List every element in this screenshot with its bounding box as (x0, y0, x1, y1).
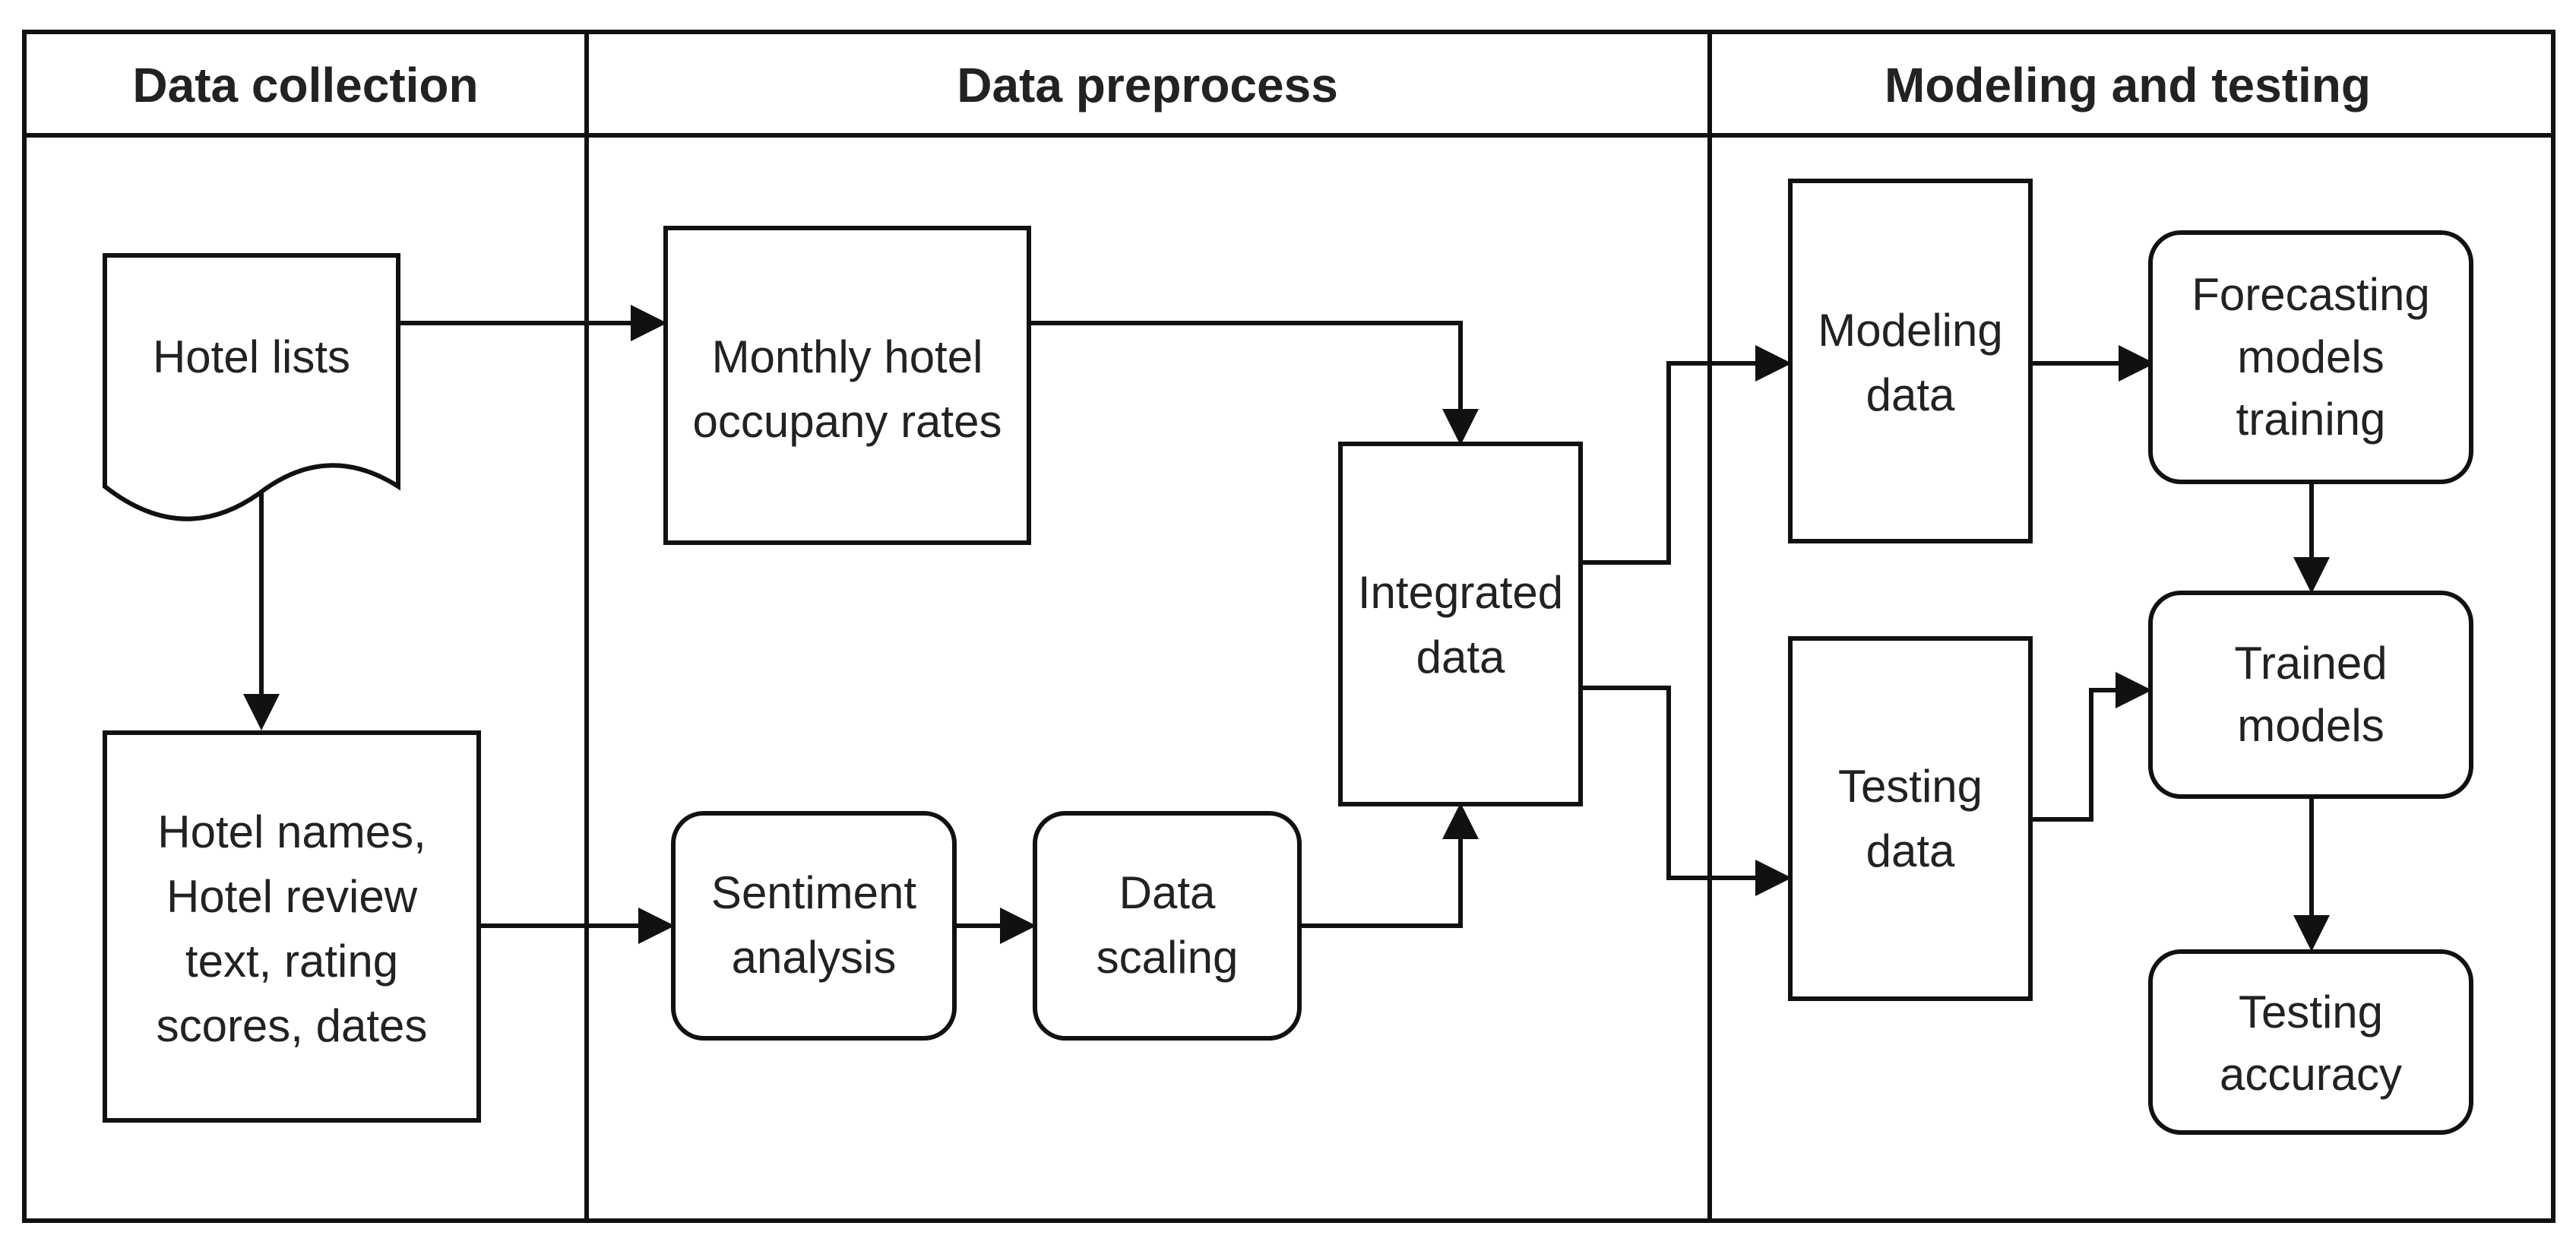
node-integrated-line-1: Integrated (1358, 567, 1563, 618)
arrow-integrated-to-testing-data (1581, 686, 1792, 896)
node-trained-line-1: Trained (2234, 638, 2387, 689)
node-integrated-line-2: data (1416, 632, 1505, 683)
lane-header-data-preprocess: Data preprocess (957, 58, 1338, 112)
node-testing-data: Testing data (1788, 636, 2033, 1001)
node-testing-accuracy-line-2: accuracy (2220, 1049, 2402, 1100)
lane-header-modeling-and-testing: Modeling and testing (1885, 58, 2371, 112)
node-testing-accuracy: Testing accuracy (2148, 949, 2473, 1135)
node-hotel-names-line-1: Hotel names, (157, 806, 426, 857)
node-monthly-rates-line-1: Monthly hotel (712, 331, 983, 382)
node-forecasting-line-1: Forecasting (2191, 269, 2429, 320)
lane-header-data-collection: Data collection (132, 58, 478, 112)
arrow-scaling-to-integrated (1299, 803, 1479, 928)
node-data-scaling: Data scaling (1033, 811, 1302, 1041)
node-forecasting-line-2: models (2237, 331, 2384, 382)
node-forecasting-line-3: training (2236, 394, 2386, 445)
node-data-scaling-line-1: Data (1119, 867, 1216, 918)
node-hotel-names-line-2: Hotel review (166, 871, 418, 922)
node-testing-accuracy-line-1: Testing (2239, 987, 2383, 1038)
arrow-monthly-rates-to-integrated (1029, 321, 1479, 445)
node-modeling-data-line-1: Modeling (1818, 305, 2003, 356)
node-sentiment-analysis: Sentiment analysis (671, 811, 957, 1041)
node-integrated-data: Integrated data (1338, 442, 1583, 806)
node-modeling-data-line-2: data (1866, 369, 1955, 420)
node-hotel-lists-line-1: Hotel lists (153, 331, 350, 382)
node-monthly-rates-line-2: occupany rates (693, 396, 1002, 447)
connectors (243, 305, 2330, 952)
node-hotel-names-line-4: scores, dates (157, 1000, 428, 1051)
node-trained-models: Trained models (2148, 591, 2473, 799)
node-forecasting-training: Forecasting models training (2148, 230, 2473, 484)
node-monthly-rates: Monthly hotel occupany rates (663, 226, 1031, 545)
swimlane-frame (22, 30, 2555, 1223)
node-sentiment-line-2: analysis (732, 932, 897, 983)
arrow-integrated-to-modeling-data (1581, 345, 1792, 565)
node-hotel-names-line-3: text, rating (185, 936, 398, 987)
node-testing-data-line-1: Testing (1838, 761, 1983, 812)
arrow-testing-data-to-trained (2030, 672, 2152, 822)
node-modeling-data: Modeling data (1788, 179, 2033, 543)
node-trained-line-2: models (2237, 700, 2384, 751)
node-data-scaling-line-2: scaling (1097, 932, 1239, 983)
node-hotel-lists: Hotel lists (103, 253, 400, 521)
node-hotel-names: Hotel names, Hotel review text, rating s… (103, 730, 481, 1123)
node-sentiment-line-1: Sentiment (711, 867, 916, 918)
node-testing-data-line-2: data (1866, 825, 1955, 876)
